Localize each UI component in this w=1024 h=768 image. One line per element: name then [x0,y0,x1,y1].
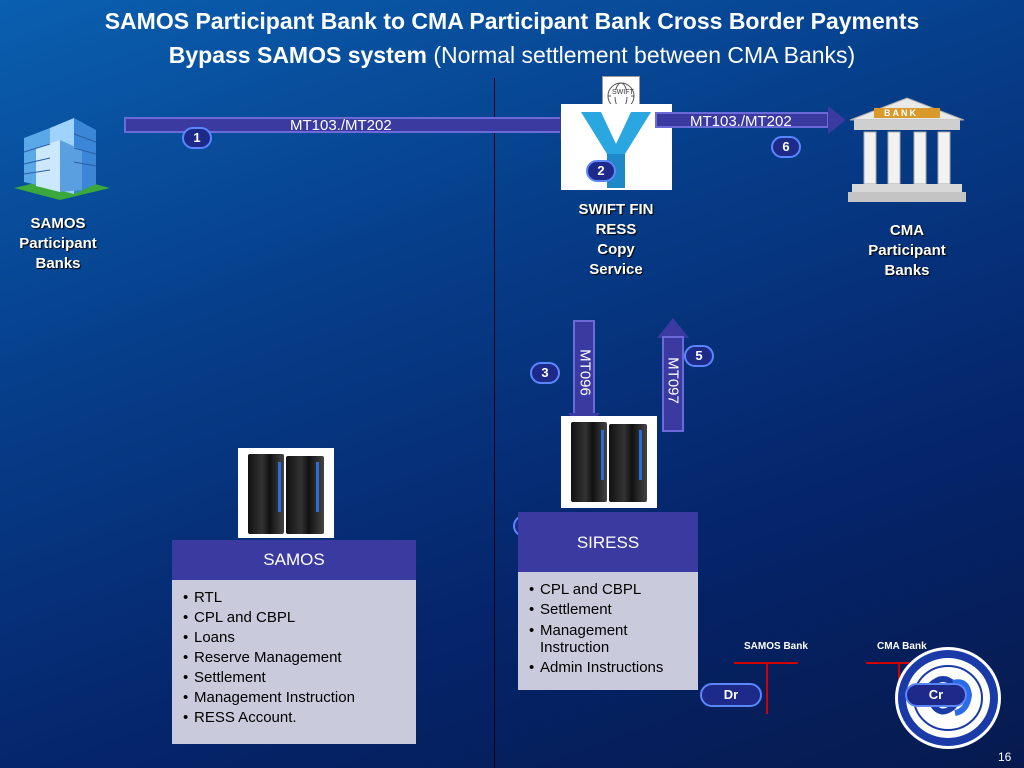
siress-list: CPL and CBPL Settlement Management Instr… [528,580,692,678]
office-building-icon [4,108,116,200]
step-badge-2: 2 [586,160,616,182]
arrow-head-right [828,106,846,134]
siress-box-body: CPL and CBPL Settlement Management Instr… [518,572,698,690]
subtitle-rest: (Normal settlement between CMA Banks) [427,42,856,68]
step-badge-3: 3 [530,362,560,384]
swift-logo-text: SWIFT [612,89,634,96]
cr-label: Cr [928,687,944,702]
label-line: Banks [35,255,81,272]
page-subtitle: Bypass SAMOS system (Normal settlement b… [0,42,1024,69]
list-item: Loans [183,628,410,648]
label-line: Participant [868,242,946,259]
server-light [316,462,319,512]
server-light [278,462,281,512]
list-item: Settlement [183,668,410,688]
subtitle-bold: Bypass SAMOS system [168,42,427,68]
label-line: CMA [889,222,925,239]
samos-list: RTL CPL and CBPL Loans Reserve Managemen… [182,588,410,728]
bank-building-icon: BANK [846,96,968,204]
samos-bank-t-label: SAMOS Bank [744,641,808,652]
label-line: Service [589,261,643,278]
samos-server-icon [238,448,334,538]
list-item: Admin Instructions [529,658,692,678]
label-line: SWIFT FIN [578,201,654,218]
debit-oval: Dr [700,683,762,707]
list-item: Management Instruction [183,688,410,708]
section-divider [494,78,495,768]
page-number: 16 [998,750,1012,764]
server-light [639,430,642,480]
dr-label: Dr [723,687,739,702]
siress-server-icon [561,416,657,508]
cma-bank-t-label: CMA Bank [877,641,927,652]
step-badge-1: 1 [182,127,212,149]
arrow-mt097-up [662,336,684,432]
label-line: Copy [597,241,635,258]
list-item: CPL and CBPL [183,608,410,628]
label-line: RESS [595,221,637,238]
arrow3-label: MT096 [576,349,594,396]
samos-bank-t-stem [766,662,768,714]
server-light [601,430,604,480]
credit-oval: Cr [905,683,967,707]
label-line: Participant [19,235,97,252]
arrow5-label: MT097 [664,357,682,404]
list-item: Management Instruction [529,620,692,658]
step-badge-6: 6 [771,136,801,158]
cma-participant-banks-label: CMA Participant Banks [850,221,964,281]
label-line: SAMOS [30,215,86,232]
list-item: CPL and CBPL [529,580,692,600]
samos-box-header: SAMOS [172,540,416,581]
swift-fin-ress-label: SWIFT FIN RESS Copy Service [560,200,672,280]
list-item: RTL [183,588,410,608]
list-item: Reserve Management [183,648,410,668]
bank-sign-text: BANK [884,108,918,118]
list-item: RESS Account. [183,708,410,728]
samos-box-body: RTL CPL and CBPL Loans Reserve Managemen… [172,580,416,744]
arrow1-label: MT103./MT202 [290,117,392,134]
label-line: Banks [884,262,930,279]
swift-network-icon [561,104,672,190]
page-title: SAMOS Participant Bank to CMA Participan… [104,8,920,34]
list-item-text: Management Instruction [540,622,628,656]
arrow-head-up [657,318,689,338]
arrow6-label: MT103./MT202 [690,113,792,130]
siress-box-header: SIRESS [518,512,698,573]
samos-participant-banks-label: SAMOS Participant Banks [2,214,114,274]
step-badge-5: 5 [684,345,714,367]
list-item: Settlement [529,600,692,620]
